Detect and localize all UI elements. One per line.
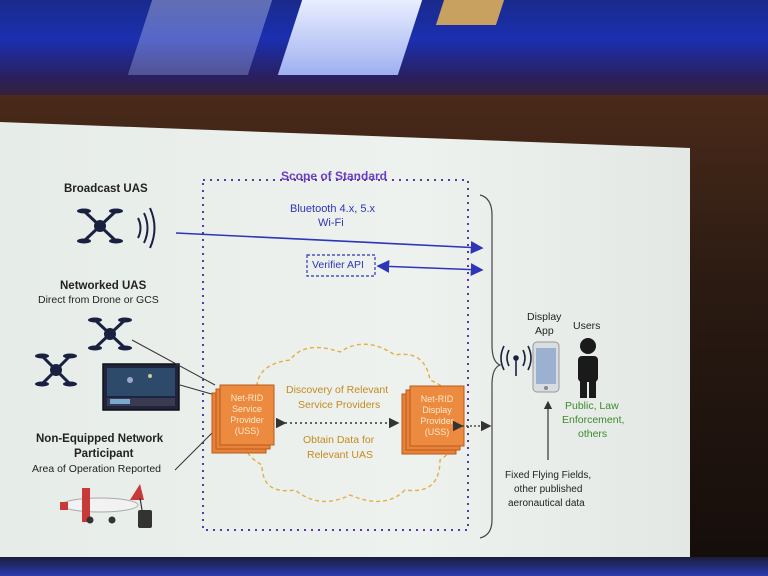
gcs-screen-icon [102,363,180,411]
service-provider-text: Net-RID Service Provider (USS) [230,393,264,436]
users-label: Users [573,320,601,332]
service-provider-stack [211,384,275,454]
verifier-api-arrow [376,260,484,276]
scope-title: Scope of Standard [281,169,388,183]
remote-controller-icon [138,497,152,528]
verifier-api-label: Verifier API [312,259,364,271]
antenna-icon [500,345,532,376]
area-reported-label: Area of Operation Reported [32,463,161,475]
bracket [479,194,502,539]
broadcast-uas-label: Broadcast UAS [64,183,148,195]
airplane-icon [60,484,144,524]
display-app-label-1: Display [527,311,562,323]
public-label-3: others [578,428,608,440]
verifier-api-box [306,254,376,277]
signal-waves-icon [137,207,156,249]
bluetooth-arrow [175,232,484,254]
public-label-2: Enforcement, [562,414,625,426]
display-provider-text: Net-RID Display Provider (USS) [420,394,454,437]
fixed-fields-label-3: aeronautical data [508,498,585,509]
networked-uas-label: Networked UAS [60,280,147,292]
networked-sub-label: Direct from Drone or GCS [38,294,159,306]
broadcast-drone-icon [77,208,123,244]
participant-label: Participant [74,448,134,460]
display-app-label-2: App [535,325,554,337]
networked-drone-icon [88,317,132,351]
discovery-label-1: Discovery of Relevant [286,384,389,396]
user-person-icon [578,338,598,398]
obtain-label-1: Obtain Data for [303,434,375,446]
wifi-label: Wi-Fi [318,217,344,229]
fixed-fields-label-2: other published [514,484,583,495]
scope-boundary [202,179,469,531]
bluetooth-label: Bluetooth 4.x, 5.x [290,203,375,215]
obtain-label-2: Relevant UAS [307,449,373,461]
non-equipped-label: Non-Equipped Network [36,433,164,445]
gcs-drone-icon [35,353,77,387]
internet-cloud [241,343,457,503]
discovery-label-2: Service Providers [298,399,381,411]
public-label-1: Public, Law [565,400,619,412]
display-app-phone-icon [532,341,560,393]
stage-floor [0,557,768,576]
display-provider-stack [401,385,465,455]
fixed-fields-label-1: Fixed Flying Fields, [505,470,592,481]
